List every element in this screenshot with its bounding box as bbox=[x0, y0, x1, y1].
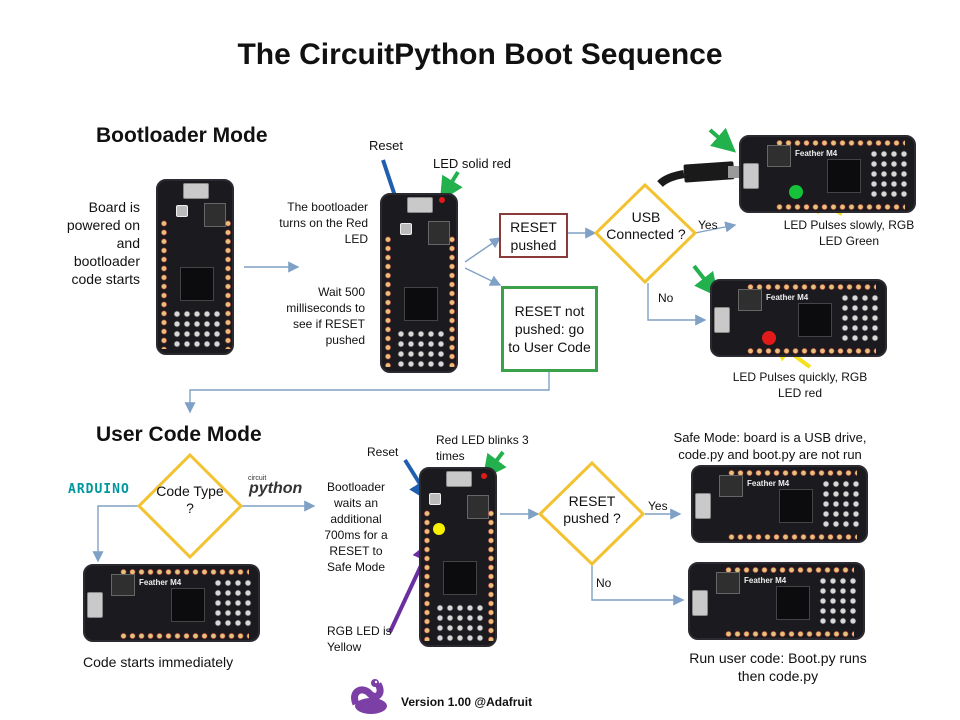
reset-pushed-box: RESET pushed bbox=[499, 213, 568, 258]
usb-cable-icon bbox=[657, 161, 742, 187]
red-led-blinks-text: Red LED blinks 3 times bbox=[436, 433, 529, 463]
reset-yes-label: Yes bbox=[648, 499, 668, 513]
arduino-logo: ARDUINO bbox=[68, 482, 130, 497]
reset-label-bottom: Reset bbox=[367, 445, 399, 459]
feather-board-usb-connected: Feather M4 bbox=[739, 135, 916, 213]
version-footer: Version 1.00 @Adafruit bbox=[401, 695, 533, 709]
pulses-slowly-text: LED Pulses slowly, RGB LED Green bbox=[783, 218, 915, 248]
pointer-usb-green bbox=[708, 127, 737, 153]
turns-on-led-text: The bootloader turns on the Red LED bbox=[279, 200, 368, 246]
feather-board-vertical-2 bbox=[380, 193, 458, 373]
feather-board-run-code: Feather M4 bbox=[688, 562, 865, 640]
code-starts-text: Code starts immediately bbox=[83, 654, 234, 670]
pulses-quickly-text: LED Pulses quickly, RGB LED red bbox=[732, 370, 868, 400]
bootloader-waits-text: Bootloader waits an additional 700ms for… bbox=[324, 480, 388, 574]
arrow-to-reset-pushed bbox=[464, 237, 502, 263]
rgb-yellow-text: RGB LED is Yellow bbox=[327, 624, 392, 654]
reset-pushed-question-text: RESET pushed ? bbox=[563, 493, 621, 526]
reset-label-top: Reset bbox=[369, 138, 403, 153]
reset-not-pushed-box: RESET not pushed: go to User Code bbox=[501, 286, 598, 372]
python-logo: python bbox=[249, 480, 303, 497]
arrow-to-reset-not-pushed bbox=[464, 267, 502, 286]
feather-board-usb-not-connected: Feather M4 bbox=[710, 279, 887, 357]
code-type-diamond bbox=[136, 452, 244, 560]
wait-500-text: Wait 500 milliseconds to see if RESET pu… bbox=[286, 285, 365, 347]
led-solid-red-label: LED solid red bbox=[433, 156, 512, 171]
usb-connected-text: USB Connected ? bbox=[606, 209, 686, 242]
safe-mode-text: Safe Mode: board is a USB drive, code.py… bbox=[673, 430, 867, 462]
arrow-usb-yes bbox=[694, 221, 737, 234]
feather-board-arduino: Feather M4 bbox=[83, 564, 260, 642]
run-user-code-text: Run user code: Boot.py runs then code.py bbox=[689, 650, 867, 684]
reset-pushed-diamond bbox=[537, 460, 646, 567]
usb-no-label: No bbox=[658, 291, 674, 305]
feather-board-safe-mode: Feather M4 bbox=[691, 465, 868, 543]
page-title: The CircuitPython Boot Sequence bbox=[237, 38, 723, 71]
intro-text: Board is powered on and bootloader code … bbox=[66, 199, 140, 287]
feather-board-vertical-3 bbox=[419, 467, 497, 647]
code-type-text: Code Type ? bbox=[156, 483, 224, 516]
usb-yes-label: Yes bbox=[698, 218, 718, 232]
reset-no-label: No bbox=[596, 576, 612, 590]
circuit-logo-small: circuit bbox=[248, 475, 267, 482]
arrow-usb-no bbox=[647, 283, 707, 326]
usb-connected-diamond bbox=[593, 182, 698, 285]
arrow-reset-no bbox=[591, 565, 685, 606]
section-user-code-mode: User Code Mode bbox=[96, 423, 262, 446]
feather-board-vertical-1 bbox=[156, 179, 234, 355]
section-bootloader-mode: Bootloader Mode bbox=[96, 124, 268, 147]
arrow-code-type-arduino bbox=[92, 505, 138, 563]
snake-logo-icon bbox=[351, 679, 387, 714]
arrow-to-user-code bbox=[184, 372, 550, 414]
